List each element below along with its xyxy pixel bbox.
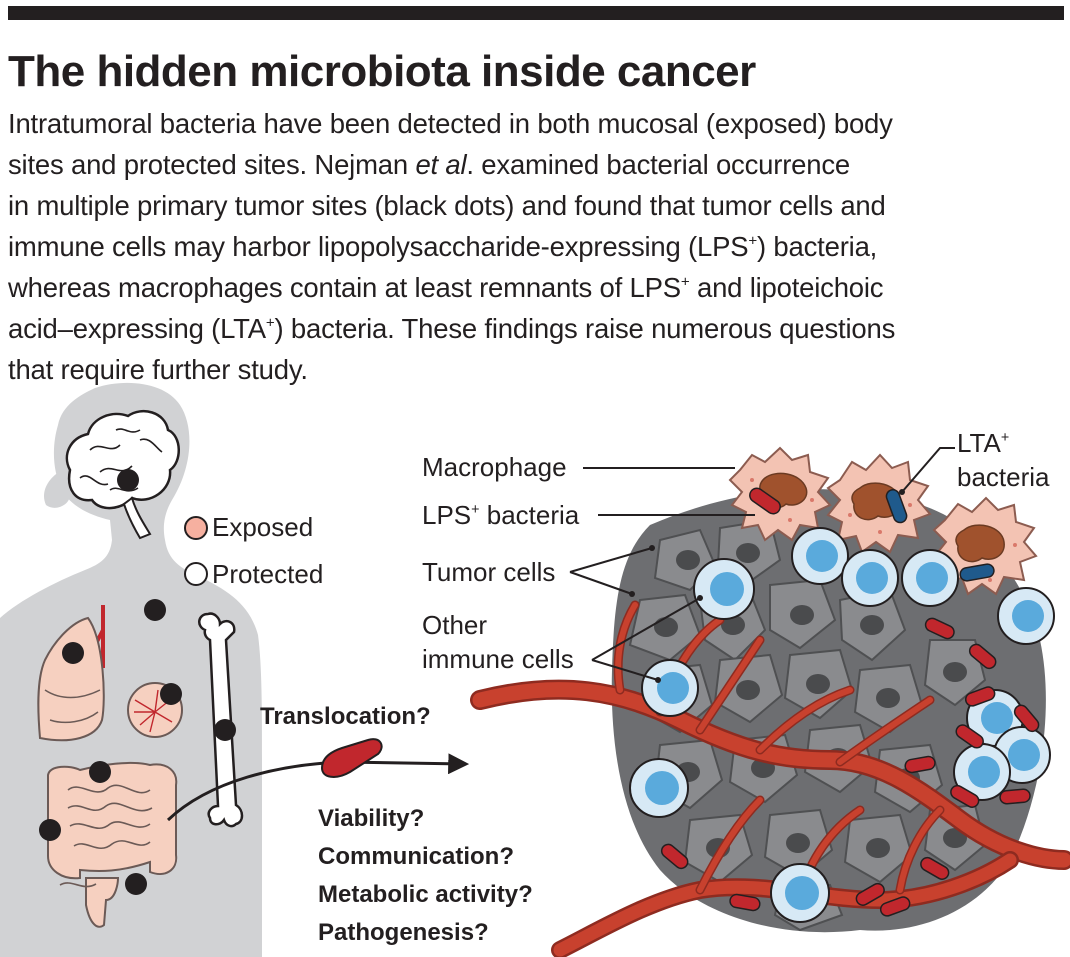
intro-text: Intratumoral bacteria have been detected… bbox=[8, 108, 893, 139]
intro-line: whereas macrophages contain at least rem… bbox=[8, 267, 1064, 308]
tumor-site-dots bbox=[39, 469, 236, 895]
intro-line: Intratumoral bacteria have been detected… bbox=[8, 103, 1064, 144]
tumor-site-dot bbox=[214, 719, 236, 741]
label-text: LTA bbox=[957, 428, 1001, 458]
tumor-site-dot bbox=[144, 599, 166, 621]
exposed-legend-swatch bbox=[184, 516, 208, 540]
intro-italic: et al bbox=[415, 149, 467, 180]
immune-cell bbox=[641, 659, 699, 717]
immune-cell bbox=[629, 758, 689, 818]
superscript: + bbox=[471, 502, 480, 518]
intro-text: immune cells may harbor lipopolysacchari… bbox=[8, 231, 749, 262]
label-text: bacteria bbox=[479, 500, 580, 530]
top-rule bbox=[8, 6, 1064, 20]
macrophages bbox=[728, 446, 1038, 596]
immune-cell bbox=[693, 558, 755, 620]
pathogenesis-question: Pathogenesis? bbox=[318, 919, 489, 946]
superscript: + bbox=[680, 273, 690, 291]
other-immune-label-line2: immune cells bbox=[422, 644, 574, 674]
intro-line: sites and protected sites. Nejman et al.… bbox=[8, 144, 1064, 185]
tumor-site-dot bbox=[160, 683, 182, 705]
lung-organ bbox=[37, 605, 105, 742]
intestine-organ bbox=[47, 761, 178, 928]
superscript: + bbox=[265, 314, 275, 332]
metabolic-question: Metabolic activity? bbox=[318, 881, 533, 908]
immune-cell bbox=[997, 587, 1055, 645]
free-bacteria bbox=[660, 617, 1040, 917]
lps-bacterium bbox=[749, 487, 781, 515]
lta-label-line1: LTA+ bbox=[957, 428, 1009, 458]
translocation-question: Translocation? bbox=[260, 703, 431, 730]
intro-line: that require further study. bbox=[8, 349, 1064, 390]
bone-organ bbox=[198, 612, 244, 828]
superscript: + bbox=[1000, 430, 1010, 446]
bacterium-icon bbox=[320, 738, 383, 778]
immune-cells bbox=[629, 527, 1055, 923]
immune-cell bbox=[791, 527, 849, 585]
intro-text: ) bacteria, bbox=[757, 231, 878, 262]
intro-text: in multiple primary tumor sites (black d… bbox=[8, 190, 886, 221]
intro-text: . examined bacterial occurrence bbox=[466, 149, 851, 180]
tumor-cells-label: Tumor cells bbox=[422, 557, 556, 587]
leader-lines bbox=[569, 447, 955, 681]
intro-line: acid–expressing (LTA+) bacteria. These f… bbox=[8, 308, 1064, 349]
protected-legend-swatch bbox=[184, 562, 208, 586]
intro-text: that require further study. bbox=[8, 354, 308, 385]
tumor-site-dot bbox=[125, 873, 147, 895]
lta-bacterium bbox=[885, 489, 908, 524]
intro-paragraph: Intratumoral bacteria have been detected… bbox=[8, 103, 1064, 390]
legend-protected-label: Protected bbox=[212, 559, 324, 589]
intro-line: immune cells may harbor lipopolysacchari… bbox=[8, 226, 1064, 267]
other-immune-label-line1: Other bbox=[422, 610, 488, 640]
lta-label-line2: bacteria bbox=[957, 462, 1050, 492]
communication-question: Communication? bbox=[318, 843, 514, 870]
intro-text: acid–expressing (LTA bbox=[8, 313, 266, 344]
intro-text: whereas macrophages contain at least rem… bbox=[8, 272, 681, 303]
lta-bacterium bbox=[959, 563, 995, 582]
label-text: LPS bbox=[422, 500, 472, 530]
macrophage-label: Macrophage bbox=[422, 452, 567, 482]
intro-text: sites and protected sites. Nejman bbox=[8, 149, 416, 180]
legend-exposed-label: Exposed bbox=[212, 512, 314, 542]
immune-cell bbox=[953, 743, 1011, 801]
figure-title: The hidden microbiota inside cancer bbox=[8, 47, 756, 96]
tumor-site-dot bbox=[89, 761, 111, 783]
tumor-site-dot bbox=[39, 819, 61, 841]
intro-line: in multiple primary tumor sites (black d… bbox=[8, 185, 1064, 226]
tumor-site-dot bbox=[62, 642, 84, 664]
immune-cell bbox=[901, 549, 959, 607]
lps-bacteria-label: LPS+ bacteria bbox=[422, 500, 579, 530]
immune-cell bbox=[841, 549, 899, 607]
immune-cell bbox=[770, 863, 830, 923]
intro-text: and lipoteichoic bbox=[689, 272, 884, 303]
tumor-site-dot bbox=[117, 469, 139, 491]
intro-text: ) bacteria. These findings raise numerou… bbox=[274, 313, 896, 344]
brain-organ bbox=[65, 410, 180, 540]
viability-question: Viability? bbox=[318, 805, 425, 832]
superscript: + bbox=[748, 232, 758, 250]
